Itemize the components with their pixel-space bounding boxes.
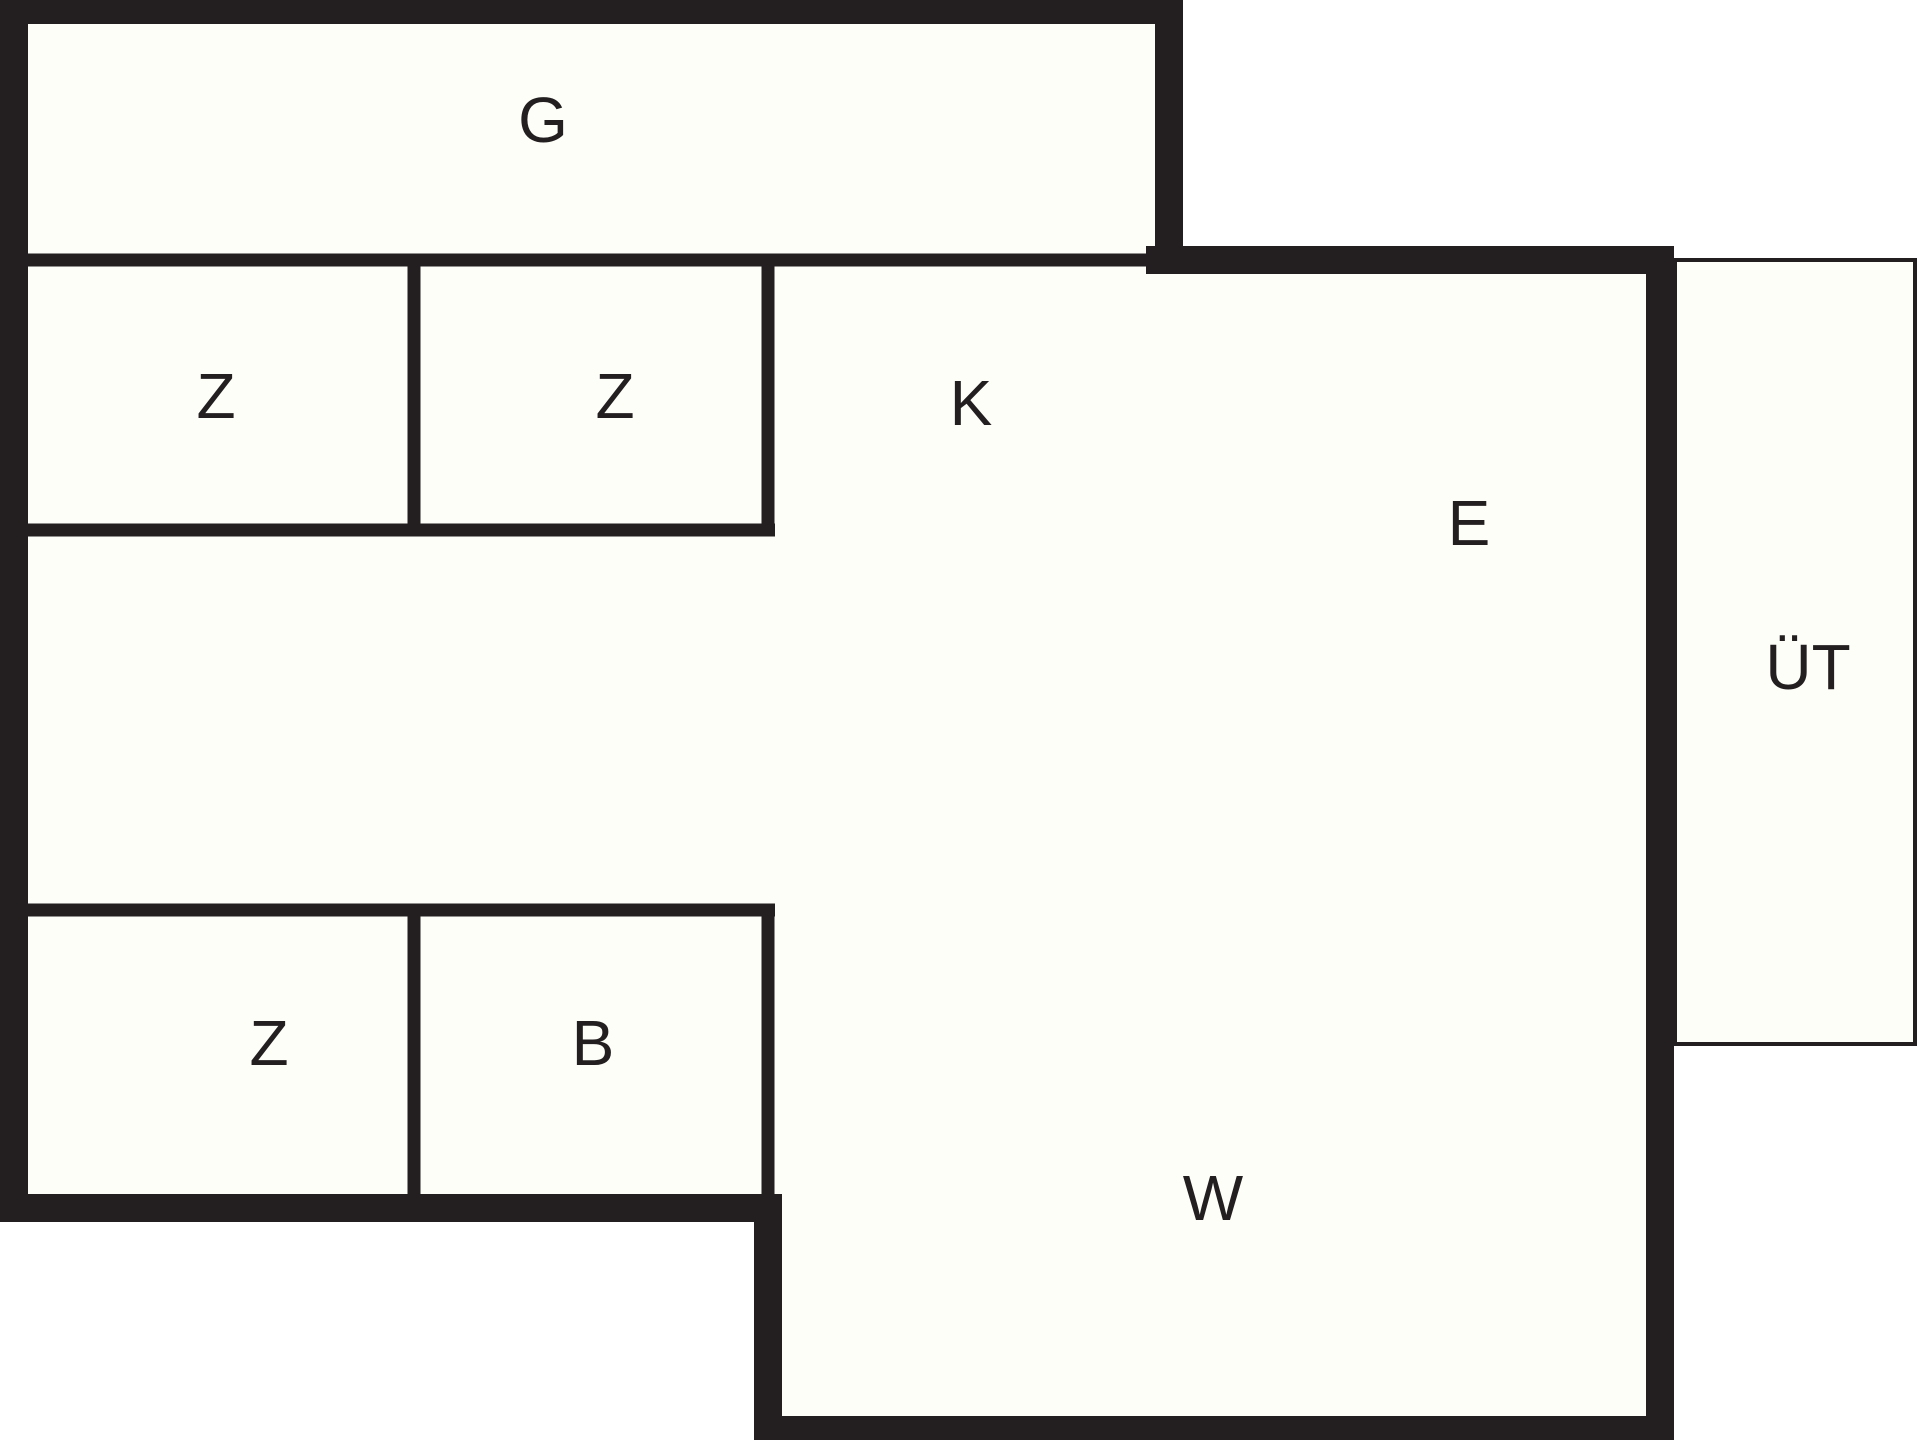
- room-label-terrace: ÜT: [1765, 631, 1850, 703]
- room-label-top-left: Z: [196, 360, 235, 432]
- terrace-floor: [1675, 260, 1915, 1044]
- room-label-garage: G: [518, 84, 568, 156]
- room-label-kitchen: K: [950, 367, 993, 439]
- terrace-outline: [1673, 258, 1917, 1046]
- room-label-top-middle: Z: [595, 360, 634, 432]
- room-label-living: W: [1183, 1162, 1244, 1234]
- room-label-bathroom: B: [572, 1007, 615, 1079]
- room-label-bottom-left: Z: [249, 1007, 288, 1079]
- garage-floor: [14, 10, 1169, 260]
- room-label-dining: E: [1448, 487, 1491, 559]
- main-floor: [14, 260, 1660, 1430]
